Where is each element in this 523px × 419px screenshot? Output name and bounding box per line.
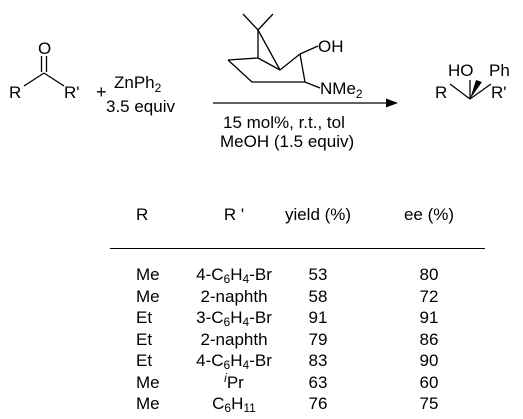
cell-r: Et — [136, 329, 153, 349]
cell-rprime: 4-C6H4-Br — [196, 350, 272, 371]
ketone-structure — [23, 56, 65, 87]
cell-rprime: C6H11 — [212, 393, 256, 414]
cell-yield: 63 — [308, 372, 328, 392]
reaction-scheme: O R R' + ZnPh2 3.5 equiv OH NMe2 15 mol%… — [9, 13, 510, 151]
product-rprime-label: R' — [491, 83, 507, 102]
header-r: R — [136, 205, 149, 224]
cell-r: Me — [136, 394, 160, 413]
ketone-oxygen: O — [38, 39, 51, 58]
rprime-sup: i — [224, 370, 227, 385]
conditions-line-2: MeOH (1.5 equiv) — [220, 132, 354, 151]
table-row: Me C6H11 76 75 — [110, 393, 490, 415]
rprime-sub2: 11 — [243, 401, 256, 415]
table-row: Me 2-naphth 58 72 — [110, 286, 490, 308]
cell-ee: 91 — [419, 308, 439, 327]
rprime-prefix: 4-C — [196, 351, 224, 370]
cell-rprime: 4-C6H4-Br — [196, 264, 272, 285]
table-row: Me iPr 63 60 — [110, 372, 490, 394]
zinc-reagent-label: ZnPh2 — [114, 73, 162, 95]
rprime-prefix: 4-C — [196, 265, 224, 284]
table-header: R R ' yield (%) ee (%) — [110, 200, 490, 232]
cell-r: Me — [136, 286, 160, 306]
cell-yield: 76 — [308, 394, 328, 413]
header-yield: yield (%) — [284, 205, 352, 224]
reaction-arrow — [213, 98, 398, 108]
cell-rprime: 3-C6H4-Br — [196, 307, 272, 328]
cell-yield: 79 — [308, 329, 328, 349]
product-structure — [449, 80, 492, 100]
header-ee: ee (%) — [403, 205, 455, 224]
table-row: Me 4-C6H4-Br 53 80 — [110, 264, 490, 286]
header-rprime: R ' — [223, 205, 245, 224]
ketone-r-label: R — [9, 83, 21, 102]
cell-ee: 80 — [419, 265, 439, 284]
cell-ee: 86 — [419, 329, 439, 349]
product-wedge-bond — [470, 80, 482, 99]
cell-ee: 75 — [419, 394, 439, 413]
rprime-mid: H — [231, 394, 244, 413]
rprime-sub2: 4 — [242, 272, 250, 286]
ketone-rprime-label: R' — [64, 83, 80, 102]
cell-r: Me — [136, 265, 160, 284]
table-row: Et 2-naphth 79 86 — [110, 329, 490, 351]
cell-ee: 72 — [419, 286, 439, 306]
cell-yield: 91 — [308, 308, 328, 327]
plus-sign: + — [96, 82, 107, 102]
zinc-equiv-label: 3.5 equiv — [106, 97, 175, 116]
rprime-suffix: -Br — [249, 351, 272, 370]
cell-r: Me — [136, 372, 160, 392]
rprime-prefix: C — [212, 394, 225, 413]
cell-r: Et — [136, 351, 153, 370]
product-phenyl-label: Ph — [489, 61, 510, 80]
cell-r: Et — [136, 308, 153, 327]
rprime-prefix: Pr — [226, 372, 244, 392]
rprime-suffix: -Br — [249, 308, 272, 327]
rprime-sub2: 4 — [242, 358, 250, 372]
rprime-prefix: 2-naphth — [200, 286, 268, 306]
rprime-mid: H — [230, 308, 243, 327]
cell-yield: 53 — [308, 265, 328, 284]
cell-ee: 60 — [419, 372, 439, 392]
rprime-mid: H — [230, 265, 243, 284]
rprime-sub1: 6 — [223, 272, 231, 286]
rprime-mid: H — [230, 351, 243, 370]
cell-rprime: 2-naphth — [200, 329, 267, 350]
table-row: Et 4-C6H4-Br 83 90 — [110, 350, 490, 372]
rprime-sub2: 4 — [242, 315, 250, 329]
cell-rprime: iPr — [224, 372, 244, 393]
cell-yield: 58 — [308, 286, 328, 306]
header-rule — [110, 248, 485, 249]
product-hydroxyl-label: HO — [448, 61, 474, 80]
rprime-sub1: 6 — [224, 401, 232, 415]
catalyst-hydroxyl-label: OH — [318, 37, 344, 56]
cell-rprime: 2-naphth — [200, 286, 267, 307]
rprime-suffix: -Br — [249, 265, 272, 284]
table-row: Et 3-C6H4-Br 91 91 — [110, 307, 490, 329]
cell-ee: 90 — [419, 351, 439, 370]
rprime-sub1: 6 — [223, 358, 231, 372]
cell-yield: 83 — [308, 351, 328, 370]
catalyst-structure — [227, 13, 321, 89]
product-r-label: R — [435, 83, 447, 102]
conditions-line-1: 15 mol%, r.t., tol — [223, 113, 345, 132]
rprime-prefix: 2-naphth — [200, 329, 268, 349]
catalyst-amine-label: NMe2 — [320, 79, 363, 101]
rprime-prefix: 3-C — [196, 308, 224, 327]
rprime-sub1: 6 — [223, 315, 231, 329]
